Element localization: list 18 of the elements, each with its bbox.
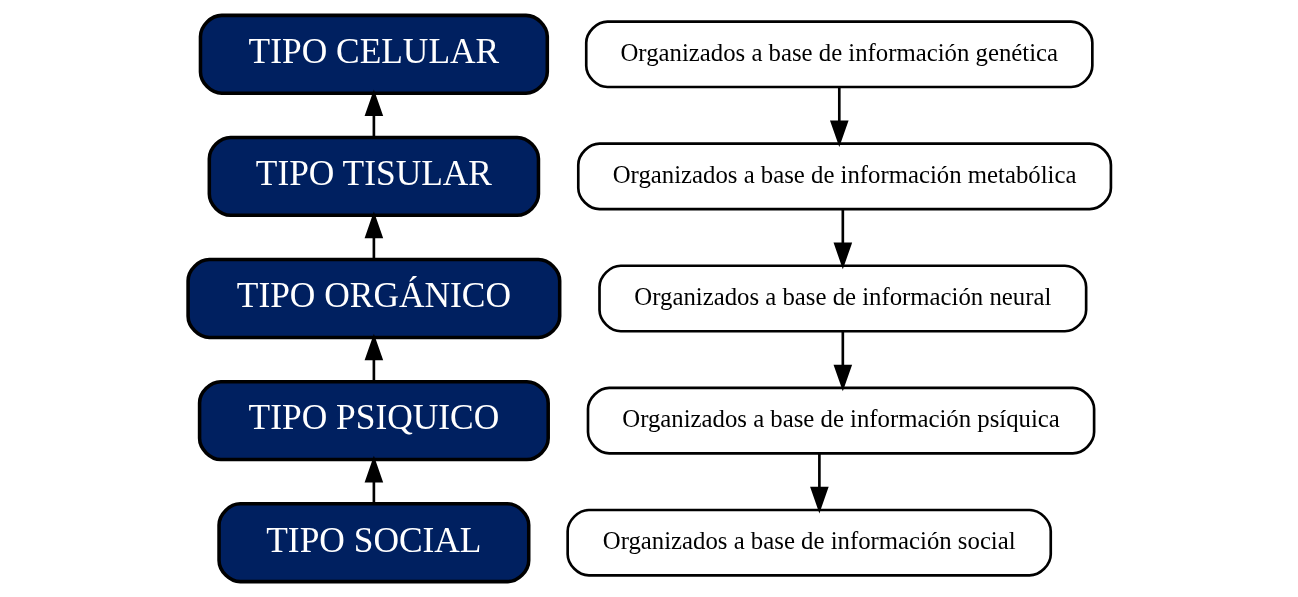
- node-box: Organizados a base de información genética: [584, 20, 1094, 89]
- node-box: TIPO TISULAR: [207, 135, 540, 218]
- arrow: [833, 209, 852, 270]
- arrow: [364, 455, 383, 504]
- node-box: TIPO SOCIAL: [216, 502, 530, 584]
- node-box: Organizados a base de información social: [565, 508, 1052, 577]
- arrow: [829, 87, 849, 148]
- node-box: Organizados a base de información metabólica: [576, 142, 1112, 211]
- node-box: TIPO CELULAR: [198, 13, 549, 95]
- arrow: [364, 89, 383, 138]
- node-box: TIPO PSIQUICO: [197, 379, 550, 462]
- arrow: [364, 333, 383, 382]
- node-box: Organizados a base de información psíquica: [586, 386, 1095, 455]
- node-box: Organizados a base de información neural: [597, 264, 1087, 333]
- arrow: [833, 331, 852, 392]
- arrow: [809, 453, 829, 514]
- arrow: [364, 211, 383, 260]
- node-box: TIPO ORGÁNICO: [185, 257, 561, 340]
